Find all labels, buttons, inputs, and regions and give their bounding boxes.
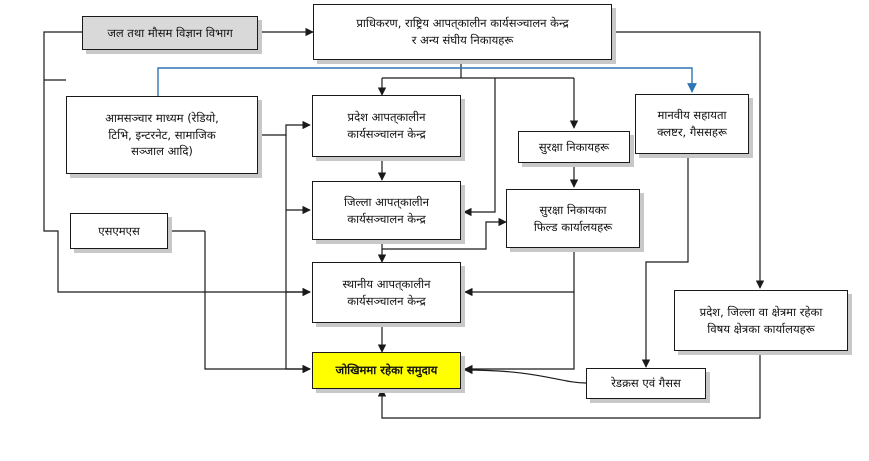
edge-authority-district [463,78,496,217]
district-eoc-label: जिल्ला आपत्‌कालीन कार्यसञ्चालन केन्द्र [344,194,429,226]
media-label: आमसञ्चार माध्यम (रेडियो, टिभि, इन्टरनेट,… [105,110,219,159]
weather-department-box: जल तथा मौसम विज्ञान विभाग [82,16,258,50]
security-agencies-box: सुरक्षा निकायहरू [518,131,630,163]
security-field-label: सुरक्षा निकायका फिल्ड कार्यालयहरू [533,202,613,234]
redcross-box: रेडक्रस एवं गैसस [586,368,706,399]
edge-authority-sector [612,31,765,289]
edge-field-local [464,248,575,297]
local-eoc-box: स्थानीय आपत्‌कालीन कार्यसञ्चालन केन्द्र [312,262,461,323]
edge-humanitarian-redcross [641,154,689,368]
local-eoc-label: स्थानीय आपत्‌कालीन कार्यसञ्चालन केन्द्र [342,276,431,308]
edge-media-province [258,120,311,136]
edge-sms-community [204,231,311,374]
edge-sector-community [377,351,761,419]
edge-field-community [464,292,575,374]
sector-offices-label: प्रदेश, जिल्ला वा क्षेत्रमा रहेका विषय क… [699,304,823,336]
community-label: जोखिममा रहेका समुदाय [335,363,438,378]
district-eoc-box: जिल्ला आपत्‌कालीन कार्यसञ्चालन केन्द्र [312,181,461,240]
weather-department-label: जल तथा मौसम विज्ञान विभाग [107,25,233,40]
security-agencies-label: सुरक्षा निकायहरू [538,139,610,154]
edge-authority-humanitarian [157,67,697,96]
sms-label: एसएमएस [98,223,140,238]
redcross-label: रेडक्रस एवं गैसस [611,376,681,391]
humanitarian-box: मानवीय सहायता क्लष्टर, गैससहरू [635,94,749,154]
security-field-box: सुरक्षा निकायका फिल्ड कार्यालयहरू [506,189,640,248]
media-box: आमसञ्चार माध्यम (रेडियो, टिभि, इन्टरनेट,… [66,96,258,174]
authority-label: प्राधिकरण, राष्ट्रिय आपत्‌कालीन कार्यसञ्… [356,16,569,47]
province-eoc-label: प्रदेश आपत्‌कालीन कार्यसञ्चालन केन्द्र [347,110,426,141]
province-eoc-box: प्रदेश आपत्‌कालीन कार्यसञ्चालन केन्द्र [312,95,461,157]
sector-offices-box: प्रदेश, जिल्ला वा क्षेत्रमा रहेका विषय क… [674,290,848,351]
edge-weather-local [43,31,311,297]
humanitarian-label: मानवीय सहायता क्लष्टर, गैससहरू [657,108,727,139]
authority-box: प्राधिकरण, राष्ट्रिय आपत्‌कालीन कार्यसञ्… [313,4,612,60]
edge-redcross-community [464,365,587,384]
edge-district-field [382,217,507,250]
community-box: जोखिममा रहेका समुदाय [312,352,461,389]
sms-box: एसएमएस [70,213,168,249]
